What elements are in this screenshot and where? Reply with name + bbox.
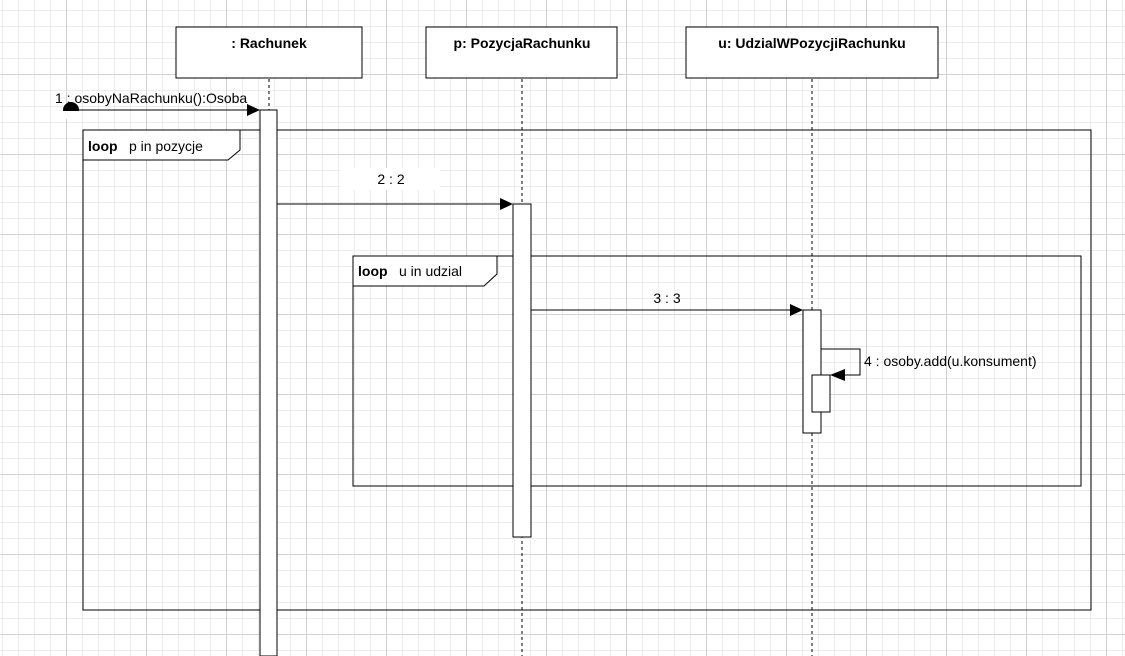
lifeline-rachunek[interactable]: : Rachunek bbox=[175, 26, 363, 79]
message-1[interactable]: 1 : osobyNaRachunku():Osoba bbox=[55, 90, 260, 119]
lifeline-rachunek-label: : Rachunek bbox=[231, 35, 307, 51]
loop-outer-condition: p in pozycje bbox=[129, 138, 203, 154]
message-2[interactable]: 2 : 2 bbox=[277, 168, 513, 210]
loop-inner-condition: u in udzial bbox=[399, 263, 462, 279]
message-1-label: 1 : osobyNaRachunku():Osoba bbox=[55, 90, 247, 106]
message-2-label: 2 : 2 bbox=[377, 171, 404, 187]
lifeline-udzial-label: u: UdzialWPozycjiRachunku bbox=[718, 35, 905, 51]
arrowhead-4 bbox=[830, 369, 845, 381]
lifeline-pozycja[interactable]: p: PozycjaRachunku bbox=[425, 26, 618, 79]
loop-inner-keyword: loop bbox=[358, 263, 388, 279]
activation-pozycja[interactable] bbox=[512, 203, 532, 538]
message-3[interactable]: 3 : 3 bbox=[531, 290, 803, 316]
arrowhead-3 bbox=[790, 304, 803, 316]
arrowhead-1 bbox=[247, 104, 260, 116]
activation-udzial[interactable] bbox=[802, 309, 822, 434]
message-3-label: 3 : 3 bbox=[653, 290, 680, 306]
activation-udzial-self[interactable] bbox=[811, 374, 831, 413]
message-4[interactable]: 4 : osoby.add(u.konsument) bbox=[821, 348, 1037, 381]
message-4-label: 4 : osoby.add(u.konsument) bbox=[864, 353, 1037, 369]
lifeline-udzial[interactable]: u: UdzialWPozycjiRachunku bbox=[685, 26, 939, 79]
lifeline-pozycja-label: p: PozycjaRachunku bbox=[454, 35, 591, 51]
arrowhead-2 bbox=[500, 198, 513, 210]
loop-fragment-inner[interactable]: loop u in udzial bbox=[352, 255, 1082, 487]
loop-outer-keyword: loop bbox=[88, 138, 118, 154]
loop-fragment-outer[interactable]: loop p in pozycje bbox=[82, 129, 1092, 611]
activation-rachunek[interactable] bbox=[259, 109, 278, 656]
